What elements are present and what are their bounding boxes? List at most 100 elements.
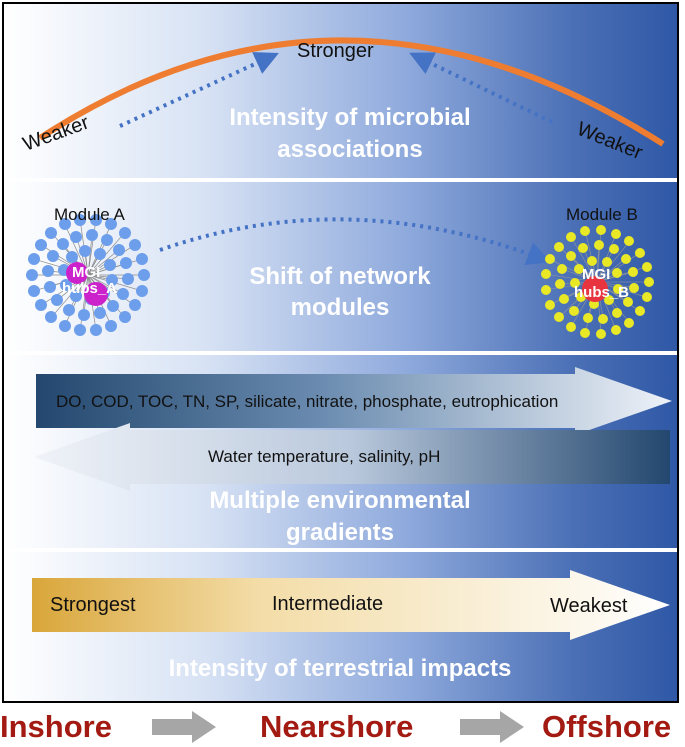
- network-node: [103, 259, 116, 272]
- network-node: [603, 295, 614, 306]
- network-edge: [87, 232, 125, 276]
- weakest-label: Weakest: [550, 595, 628, 617]
- network-node: [74, 324, 87, 337]
- network-node: [117, 287, 130, 300]
- network-node: [613, 283, 624, 294]
- right-arrow-text: DO, COD, TOC, TN, SP, silicate, nitrate,…: [56, 392, 559, 411]
- network-node: [46, 250, 59, 263]
- network-node: [566, 231, 576, 242]
- network-node: [70, 289, 83, 302]
- network-node: [89, 213, 102, 226]
- network-node: [65, 251, 78, 264]
- terrestrial-impact-arrow: [32, 570, 670, 640]
- network-edge: [596, 266, 647, 283]
- left-arrow-text: Water temperature, salinity, pH: [208, 447, 441, 466]
- network-node: [100, 233, 113, 246]
- network-node: [70, 230, 83, 243]
- network-edge: [596, 230, 602, 283]
- network-node: [566, 322, 576, 333]
- network-node: [589, 298, 600, 309]
- intermediate-label: Intermediate: [272, 593, 384, 615]
- panel-divider: [4, 548, 677, 552]
- network-node: [628, 282, 639, 293]
- panel2-title-line2: modules: [290, 294, 390, 321]
- network-node: [28, 284, 41, 297]
- network-node: [553, 241, 564, 252]
- network-node: [555, 279, 566, 290]
- network-node: [570, 278, 581, 289]
- network-node: [121, 272, 134, 285]
- network-node: [93, 307, 106, 320]
- network-node: [593, 240, 604, 251]
- network-node: [105, 319, 118, 332]
- network-node: [608, 243, 619, 254]
- hub-a-node: [84, 282, 108, 306]
- network-node: [623, 296, 634, 307]
- offshore-label: Offshore: [542, 709, 672, 744]
- network-node: [595, 225, 606, 236]
- nearshore-label: Nearshore: [260, 709, 414, 744]
- network-node: [105, 218, 118, 231]
- network-node: [578, 242, 589, 253]
- network-node: [42, 265, 55, 277]
- network-edge: [570, 236, 598, 283]
- network-node: [545, 254, 556, 265]
- footer-arrow-2: [460, 711, 524, 743]
- network-node: [634, 247, 645, 258]
- panel2-title-line1: Shift of network: [249, 263, 431, 290]
- module-shift-arrow: [159, 217, 552, 266]
- network-node: [612, 268, 623, 279]
- stronger-label: Stronger: [297, 40, 374, 62]
- network-node: [580, 226, 591, 237]
- network-edge: [79, 274, 89, 331]
- network-node: [58, 319, 71, 332]
- network-node: [624, 317, 635, 328]
- panel-divider: [4, 351, 677, 355]
- network-node: [135, 253, 148, 266]
- footer-arrow-1: [152, 711, 216, 743]
- network-node: [595, 328, 606, 339]
- network-node: [28, 253, 41, 266]
- network-edge: [87, 274, 136, 306]
- network-node: [582, 312, 593, 323]
- network-node: [112, 243, 125, 256]
- network-node: [43, 280, 56, 293]
- module-b-label: Module B: [566, 205, 638, 224]
- module-a-label: Module A: [54, 205, 125, 224]
- network-node: [545, 299, 556, 310]
- network-node: [612, 307, 623, 318]
- network-edge: [87, 219, 97, 276]
- network-node: [575, 291, 586, 302]
- network-node: [557, 263, 568, 274]
- panel-divider: [4, 178, 677, 182]
- network-node: [580, 327, 591, 338]
- strongest-label: Strongest: [50, 594, 136, 616]
- network-node: [587, 255, 598, 266]
- network-node: [105, 273, 118, 286]
- network-node: [644, 277, 654, 287]
- network-node: [602, 257, 613, 268]
- inshore-label: Inshore: [0, 709, 112, 744]
- network-node: [74, 213, 87, 226]
- network-node: [641, 261, 652, 272]
- panel4-title: Intensity of terrestrial impacts: [168, 655, 512, 682]
- panel3-title-line2: gradients: [285, 519, 395, 546]
- network-edge: [596, 252, 641, 283]
- network-node: [85, 229, 98, 242]
- network-node: [620, 253, 631, 264]
- network-node: [79, 245, 92, 258]
- network-node: [93, 248, 106, 261]
- network-node: [51, 294, 64, 307]
- association-curve: [38, 37, 665, 147]
- network-node: [63, 304, 76, 317]
- network-node: [634, 306, 645, 317]
- hub-b-label-line1: MGI: [582, 266, 611, 283]
- network-node: [45, 226, 58, 239]
- network-node: [118, 311, 131, 324]
- hub-a-label-line2: hubs_A: [62, 280, 118, 297]
- gradient-arrow-right: [36, 367, 672, 435]
- panel1-title-line2: associations: [277, 136, 423, 163]
- network-node: [568, 305, 579, 316]
- network-node: [610, 325, 621, 336]
